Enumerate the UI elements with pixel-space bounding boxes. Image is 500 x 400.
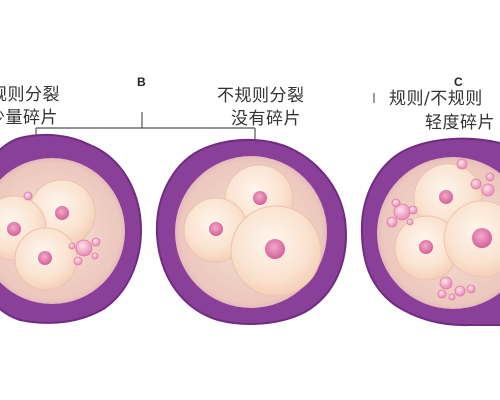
fragments bbox=[23, 191, 101, 266]
fragments bbox=[386, 158, 495, 301]
label-right-line2: 轻度碎片 bbox=[425, 113, 495, 133]
panel-letter-b: B bbox=[137, 75, 146, 89]
nucleus bbox=[265, 239, 285, 259]
nucleus bbox=[7, 222, 21, 236]
label-left-line2: 少量碎片 bbox=[0, 108, 58, 128]
nucleus bbox=[55, 206, 69, 220]
label-right-line1: 规则/不规则 bbox=[389, 89, 483, 109]
panel-letter-c: C bbox=[454, 75, 463, 89]
embryo-right bbox=[360, 137, 500, 327]
label-middle-line1: 不规则分裂 bbox=[217, 86, 305, 106]
embryo-middle bbox=[155, 138, 347, 325]
label-left-line1: 规则分裂 bbox=[0, 85, 60, 105]
label-middle-line2: 没有碎片 bbox=[231, 109, 301, 129]
nucleus bbox=[419, 240, 433, 254]
nucleus bbox=[209, 222, 223, 236]
nucleus bbox=[38, 251, 52, 265]
embryo-left bbox=[0, 133, 142, 324]
nucleus bbox=[472, 228, 492, 248]
nucleus bbox=[439, 190, 453, 204]
blastomere bbox=[443, 200, 500, 278]
nucleus bbox=[253, 191, 267, 205]
